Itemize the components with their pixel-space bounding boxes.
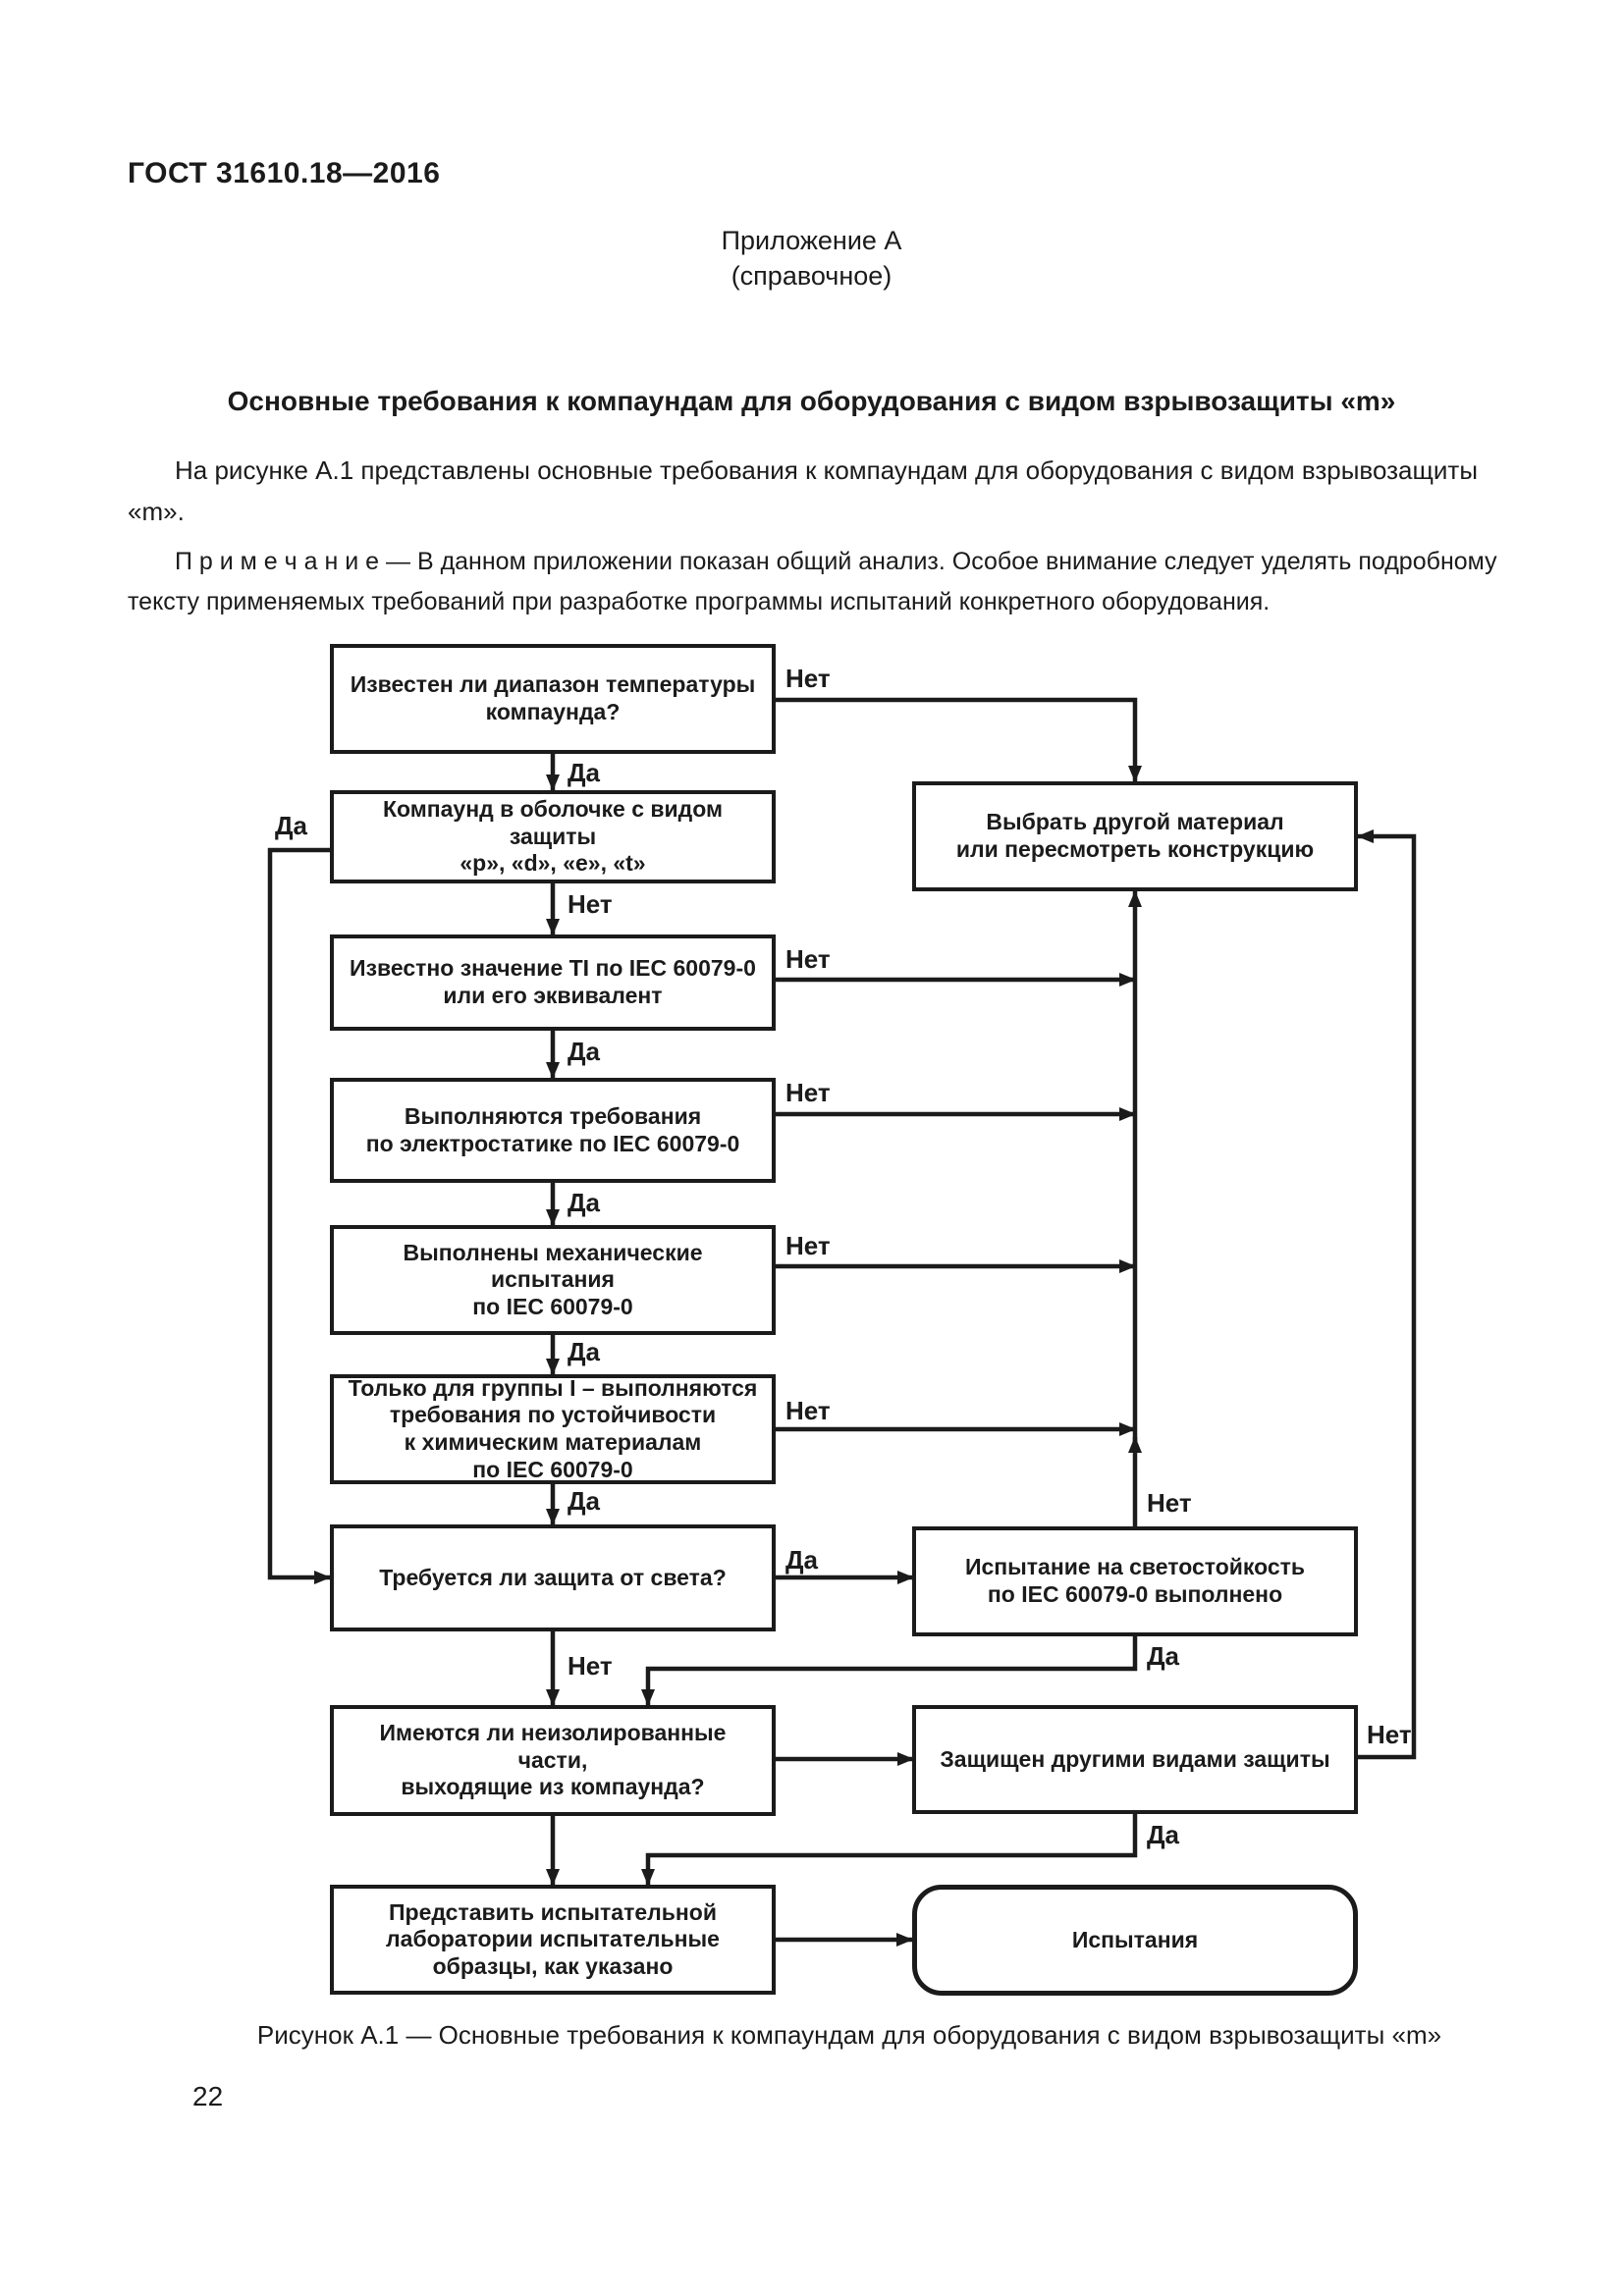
label-ti-yes: Да: [568, 1037, 600, 1066]
box-ti-value-known: Известно значение TI по IEC 60079-0 или …: [330, 934, 776, 1031]
label-otherprot-yes: Да: [1147, 1820, 1179, 1849]
intro-paragraph: На рисунке А.1 представлены основные тре…: [128, 455, 1479, 527]
box-uninsulated-parts: Имеются ли неизолированные части, выходя…: [330, 1705, 776, 1816]
box-choose-other-material: Выбрать другой материал или пересмотреть…: [912, 781, 1358, 891]
box-electrostatic-reqs: Выполняются требования по электростатике…: [330, 1078, 776, 1183]
label-temp-yes: Да: [568, 758, 600, 787]
label-enclosure-no: Нет: [568, 889, 613, 919]
connector-temp-no: [776, 697, 1142, 782]
connector-otherprot-yes: [641, 1814, 1138, 1886]
connector-lighttest-yes: [641, 1636, 1138, 1706]
figure-caption: Рисунок А.1 — Основные требования к комп…: [256, 2020, 1442, 2050]
box-compound-in-enclosure: Компаунд в оболочке с видом защиты «p», …: [330, 790, 776, 883]
appendix-label: Приложение А: [721, 226, 902, 255]
connector-otherprot-no: [1357, 829, 1417, 1760]
label-electro-yes: Да: [568, 1188, 600, 1217]
appendix-kind: (справочное): [730, 261, 893, 291]
section-title: Основные требования к компаундам для обо…: [227, 386, 1396, 416]
box-mechanical-tests-done: Выполнены механические испытания по IEC …: [330, 1225, 776, 1335]
box-light-test-done: Испытание на светостойкость по IEC 60079…: [912, 1526, 1358, 1636]
box-group1-chemical-reqs: Только для группы I – выполняются требов…: [330, 1374, 776, 1484]
label-temp-no: Нет: [785, 664, 831, 693]
box-temp-range-known: Известен ли диапазон температуры компаун…: [330, 644, 776, 754]
note-paragraph: П р и м е ч а н и е — В данном приложени…: [128, 542, 1497, 621]
label-ti-no: Нет: [785, 944, 831, 974]
label-light-yes: Да: [785, 1545, 818, 1575]
box-tests: Испытания: [912, 1885, 1358, 1996]
label-mech-yes: Да: [568, 1337, 600, 1366]
box-submit-samples: Представить испытательной лаборатории ис…: [330, 1885, 776, 1995]
note-text: — В данном приложении показан общий анал…: [128, 548, 1497, 615]
label-mech-no: Нет: [785, 1231, 831, 1260]
label-group1-no: Нет: [785, 1396, 831, 1425]
document-code: ГОСТ 31610.18—2016: [128, 157, 441, 189]
page-number: 22: [192, 2081, 224, 2111]
label-electro-no: Нет: [785, 1078, 831, 1107]
note-label: П р и м е ч а н и е: [175, 548, 380, 575]
box-other-protection: Защищен другими видами защиты: [912, 1705, 1358, 1814]
label-group1-yes: Да: [568, 1486, 600, 1516]
label-light-no: Нет: [568, 1651, 613, 1681]
connector-enclosure-yes: [267, 847, 331, 1584]
label-otherprot-no: Нет: [1367, 1720, 1412, 1749]
box-light-protection-needed: Требуется ли защита от света?: [330, 1524, 776, 1631]
label-lighttest-yes: Да: [1147, 1641, 1179, 1671]
label-enclosure-yes: Да: [275, 811, 307, 840]
label-lighttest-no: Нет: [1147, 1488, 1192, 1518]
